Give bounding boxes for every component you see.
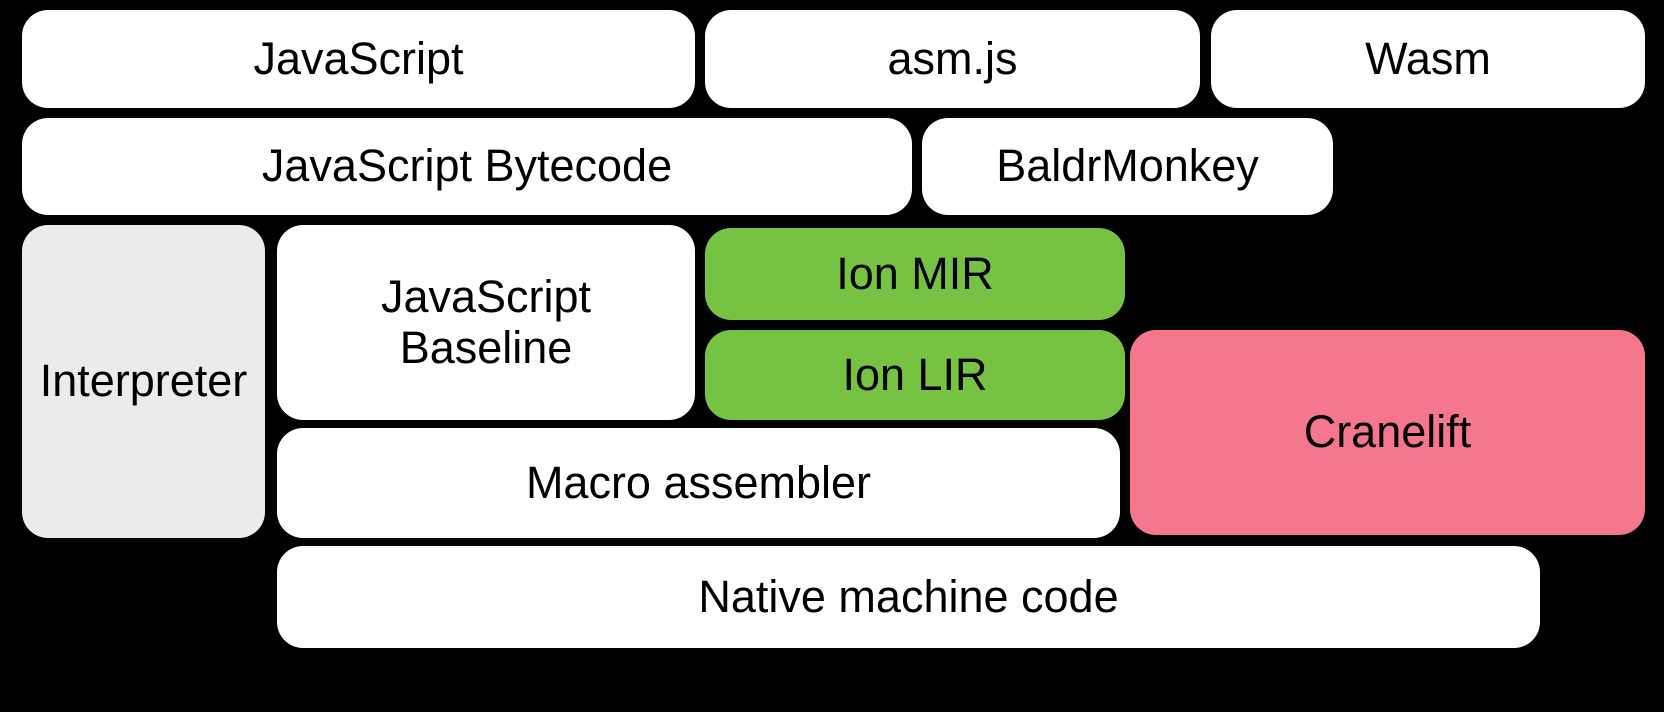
node-wasm: Wasm: [1211, 10, 1645, 108]
node-javascript-baseline: JavaScript Baseline: [277, 225, 695, 420]
node-javascript: JavaScript: [22, 10, 695, 108]
node-cranelift: Cranelift: [1130, 330, 1645, 535]
node-baldrmonkey: BaldrMonkey: [922, 118, 1333, 215]
node-interpreter: Interpreter: [22, 225, 265, 538]
node-asm-js: asm.js: [705, 10, 1200, 108]
node-ion-mir: Ion MIR: [705, 228, 1125, 320]
node-macro-assembler: Macro assembler: [277, 428, 1120, 538]
node-javascript-bytecode: JavaScript Bytecode: [22, 118, 912, 215]
node-ion-lir: Ion LIR: [705, 330, 1125, 420]
node-native-machine-code: Native machine code: [277, 546, 1540, 648]
